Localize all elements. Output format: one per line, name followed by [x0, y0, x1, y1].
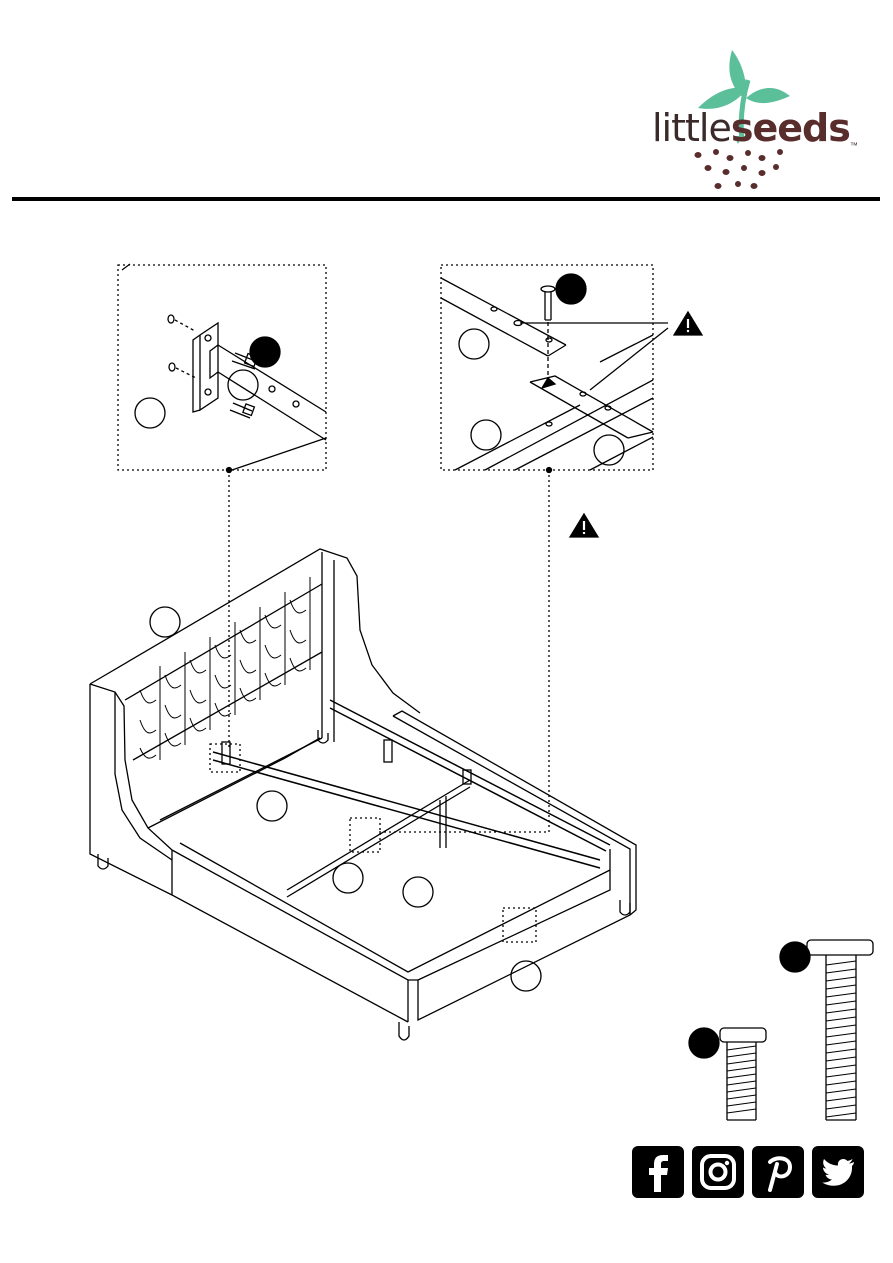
warning-triangle-icon — [674, 312, 702, 335]
long-bolt-icon — [807, 940, 873, 1120]
short-bolt-icon — [720, 1028, 766, 1120]
twitter-icon[interactable] — [812, 1146, 864, 1198]
social-links — [632, 1146, 864, 1198]
warning-triangle-icon — [570, 514, 598, 537]
facebook-icon[interactable] — [632, 1146, 684, 1198]
detail-callout-right — [441, 265, 668, 470]
bed-frame-drawing — [90, 549, 636, 1040]
detail-callout-left — [118, 264, 326, 470]
instagram-icon[interactable] — [692, 1146, 744, 1198]
pinterest-icon[interactable] — [752, 1146, 804, 1198]
